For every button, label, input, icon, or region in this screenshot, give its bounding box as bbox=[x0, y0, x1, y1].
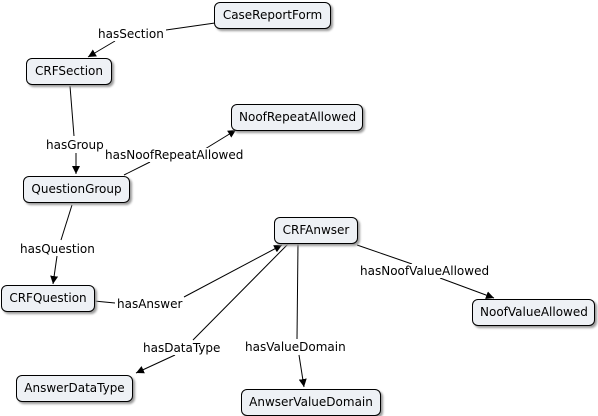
line-has-noof-value-to-noofvalueallowed bbox=[439, 277, 495, 299]
link-label-has-section: hasSection bbox=[96, 27, 166, 41]
line-crfquestion-to-has-answer bbox=[93, 300, 116, 304]
line-has-answer-to-crfanwser bbox=[183, 244, 283, 298]
concept-crf-question[interactable]: CRFQuestion bbox=[1, 285, 95, 312]
line-crfanwser-to-has-value-domain bbox=[296, 242, 299, 340]
concept-answer-data-type[interactable]: AnswerDataType bbox=[16, 375, 133, 402]
line-questiongroup-to-has-noof-repeat bbox=[123, 161, 151, 176]
concept-crf-answer[interactable]: CRFAnwser bbox=[274, 217, 358, 244]
line-crfsection-to-has-group bbox=[69, 85, 75, 137]
concept-noof-value-allowed[interactable]: NoofValueAllowed bbox=[472, 299, 595, 326]
link-label-has-noof-repeat-allowed: hasNoofRepeatAllowed bbox=[103, 148, 246, 162]
link-label-has-group: hasGroup bbox=[44, 138, 106, 152]
line-crfanwser-to-has-noof-value bbox=[356, 244, 413, 265]
concept-question-group[interactable]: QuestionGroup bbox=[23, 176, 130, 203]
link-label-has-question: hasQuestion bbox=[18, 242, 97, 256]
line-has-value-domain-to-anwservaluedomain bbox=[298, 354, 307, 388]
line-has-section-to-crfsection bbox=[87, 40, 116, 58]
concept-case-report-form[interactable]: CaseReportForm bbox=[214, 2, 331, 29]
link-label-has-noof-value-allowed: hasNoofValueAllowed bbox=[358, 264, 492, 278]
line-questiongroup-to-has-question bbox=[60, 204, 73, 241]
link-label-has-answer: hasAnswer bbox=[115, 297, 185, 311]
line-has-question-to-crfquestion bbox=[50, 255, 59, 285]
line-crfanwser-to-has-data-type bbox=[192, 241, 291, 341]
link-label-has-data-type: hasDataType bbox=[141, 341, 223, 355]
concept-noof-repeat-allowed[interactable]: NoofRepeatAllowed bbox=[231, 104, 363, 131]
concept-answer-value-domain[interactable]: AnwserValueDomain bbox=[241, 389, 381, 416]
line-has-noof-repeat-to-noofrepeatallowed bbox=[204, 129, 237, 150]
concept-crf-section[interactable]: CRFSection bbox=[26, 58, 112, 85]
line-has-data-type-to-answerdatatype bbox=[135, 354, 176, 374]
link-label-has-value-domain: hasValueDomain bbox=[243, 340, 348, 354]
line-crf-to-label-has-section bbox=[165, 22, 216, 31]
